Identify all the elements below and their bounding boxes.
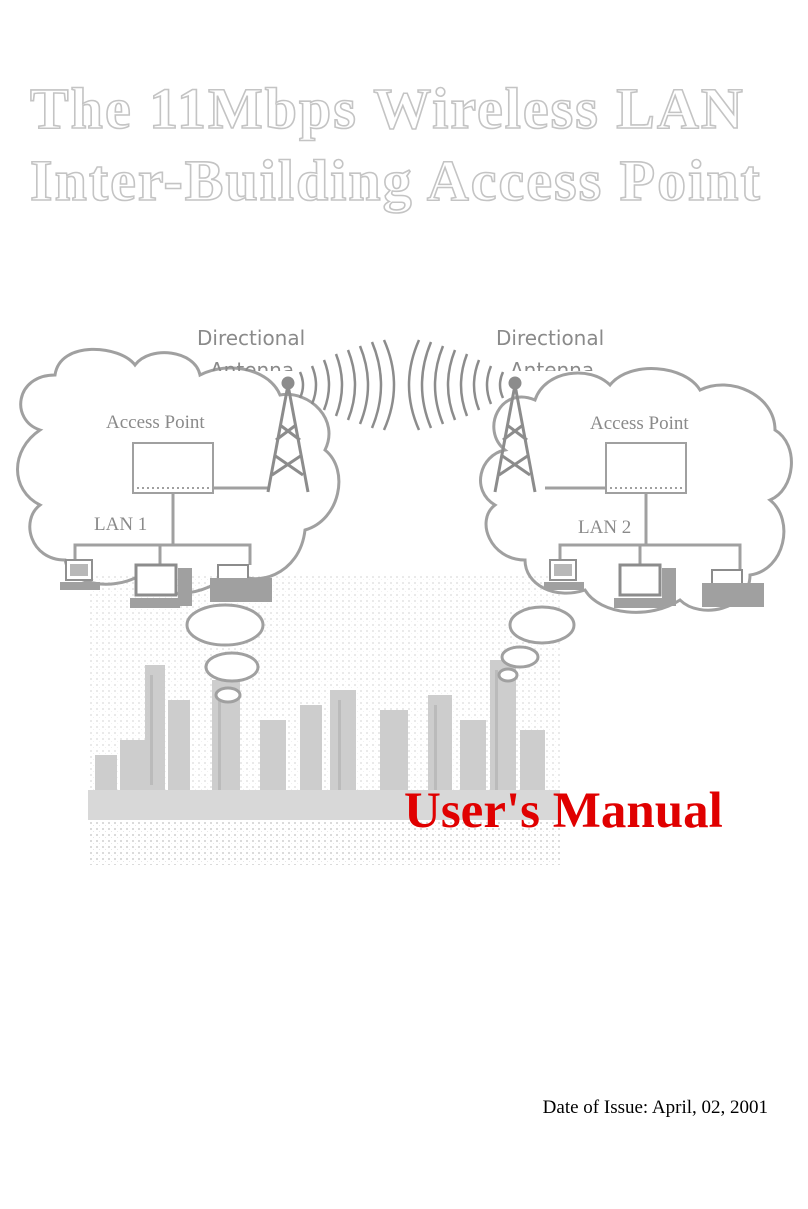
- left-lan-cloud: [16, 347, 341, 595]
- left-antenna-label-line2: Antenna: [210, 358, 295, 382]
- left-printer-icon: [210, 564, 272, 602]
- right-antenna-label-line1: Directional: [496, 326, 605, 350]
- left-desktop-computer-icon: [130, 563, 192, 608]
- right-antenna-label-line2: Antenna: [510, 358, 595, 382]
- right-laptop-icon: [544, 559, 584, 590]
- radio-waves: [298, 339, 505, 431]
- right-lan-label: LAN 2: [578, 517, 632, 538]
- title-line-1: The 11Mbps Wireless LAN: [29, 76, 745, 141]
- left-antenna-label-line1: Directional: [197, 326, 306, 350]
- right-lan-cloud: [479, 367, 793, 614]
- network-diagram: [16, 339, 793, 865]
- right-antenna-tower: [493, 376, 537, 493]
- users-manual-heading: User's Manual: [404, 783, 723, 839]
- left-access-point-label: Access Point: [106, 412, 205, 433]
- right-access-point-device: [605, 442, 687, 494]
- right-desktop-computer-icon: [614, 563, 676, 608]
- date-of-issue: Date of Issue: April, 02, 2001: [542, 1097, 768, 1118]
- city-skyline-image: [88, 575, 560, 865]
- thought-bubbles: [185, 603, 576, 704]
- left-laptop-icon: [60, 559, 100, 590]
- right-printer-icon: [702, 569, 764, 607]
- left-access-point-device: [132, 442, 214, 494]
- left-antenna-tower: [266, 376, 310, 493]
- right-access-point-label: Access Point: [590, 413, 689, 434]
- left-lan-label: LAN 1: [94, 514, 148, 535]
- title-line-2: Inter-Building Access Point: [29, 148, 762, 213]
